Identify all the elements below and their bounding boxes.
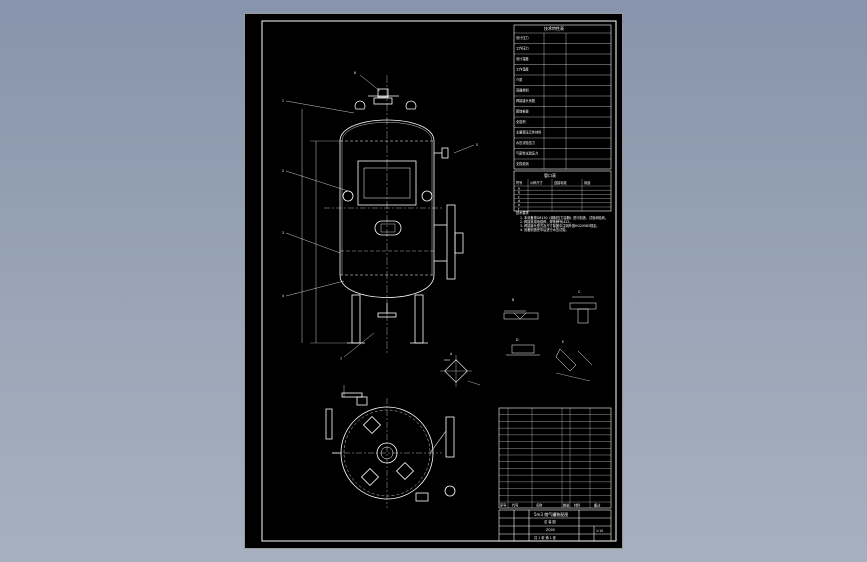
leader-label-5: 5 (476, 143, 478, 147)
nozzle-col-header: 符号 (516, 180, 522, 185)
detail-flange-cross (440, 355, 481, 387)
title-block-subtitle: 总 装 图 (544, 519, 556, 524)
detail-label-d: D (516, 338, 519, 342)
tech-row-label: 工作压力 (516, 46, 529, 51)
leader-label-2: 2 (282, 169, 284, 173)
leader-label-3: 3 (282, 231, 284, 235)
title-block-sheet: 共 1 张 第 1 张 (534, 535, 557, 540)
tech-row-label: 腐蚀裕量 (516, 109, 530, 114)
nozzle-col-header: 连接标准 (554, 180, 568, 185)
parts-col-header: 代号 (512, 503, 518, 508)
technical-characteristics-table: 技术特性表 设计压力工作压力设计温度工作温度介质容器类别焊接接头系数腐蚀裕量全容… (513, 24, 612, 170)
nozzle-row-symbol: e (518, 203, 520, 207)
tech-row-label: 设计温度 (516, 56, 530, 61)
parts-col-header: 数量 (563, 503, 570, 508)
parts-col-header: 备注 (594, 503, 601, 508)
title-block-drawing-title: 5m3 储气罐装配图 (534, 511, 568, 517)
tech-row-label: 设计压力 (516, 35, 529, 40)
tech-req-item-4: 4. 设备制造完毕后进行水压试验。 (520, 227, 569, 232)
tech-row-label: 主要受压元件材料 (516, 130, 542, 135)
tech-row-label: 无损检测 (516, 161, 529, 166)
parts-list-grid: 序号 代号 名称 数量材料 备注 (499, 408, 611, 508)
tech-table-rows: 设计压力工作压力设计温度工作温度介质容器类别焊接接头系数腐蚀裕量全容积主要受压元… (514, 32, 611, 169)
detail-label-e: E (562, 340, 564, 344)
tech-req-item-3: 3. 焊接接头型式及尺寸除图中注明外按HG20583规定。 (520, 223, 600, 228)
detail-label-c: C (578, 290, 581, 294)
tech-row-label: 水压试验压力 (516, 140, 535, 145)
tech-row-label: 全容积 (516, 119, 526, 124)
nozzle-col-header: 用途 (584, 180, 591, 185)
parts-list-table: 序号 代号 名称 数量材料 备注 (498, 407, 612, 509)
inner-border (261, 20, 617, 542)
title-block-drawing-no: ZQ00 (546, 528, 555, 532)
drawing-canvas: 1 2 3 4 5 6 7 (244, 13, 623, 549)
outer-frame (244, 13, 623, 549)
parts-col-header: 名称 (536, 503, 543, 508)
tech-row-label: 工作温度 (516, 67, 530, 72)
parts-col-header: 材料 (574, 503, 581, 508)
nozzle-row-symbol: f (518, 207, 520, 211)
drawing-sheet: 1 2 3 4 5 6 7 (244, 13, 623, 549)
nozzle-row-symbol: b (518, 191, 520, 195)
tech-row-label: 容器类别 (516, 88, 529, 93)
nozzle-table-heading: 管口表 (544, 172, 556, 178)
tech-table-heading: 技术特性表 (544, 25, 564, 31)
tech-req-item-1: 1. 本设备按GB150《钢制压力容器》进行制造、试验和验收。 (520, 215, 608, 220)
parts-col-header: 序号 (500, 503, 506, 508)
nozzle-row-symbol: d (518, 199, 520, 203)
weld-details (503, 296, 597, 382)
detail-label-a: A (450, 352, 453, 356)
leader-label-4: 4 (282, 294, 284, 298)
technical-requirements: 技术要求 1. 本设备按GB150《钢制压力容器》进行制造、试验和验收。 2. … (516, 210, 608, 232)
nozzle-row-symbol: a (518, 186, 520, 190)
tech-req-heading: 技术要求 (516, 210, 530, 215)
tech-req-item-2: 2. 焊接采用电弧焊，焊条牌号J422。 (520, 219, 573, 224)
vessel-plan-view (325, 385, 456, 508)
tech-row-label: 介质 (516, 77, 523, 82)
leader-label-1: 1 (282, 99, 284, 103)
leader-labels: 1 2 3 4 5 6 7 (282, 71, 478, 361)
leader-label-7: 7 (340, 357, 342, 361)
leader-label-6: 6 (354, 71, 356, 75)
detail-label-b: B (512, 298, 514, 302)
nozzle-col-header: 公称尺寸 (530, 180, 544, 185)
tech-row-label: 焊接接头系数 (516, 98, 536, 103)
title-block (498, 509, 612, 542)
nozzle-row-symbol: c (518, 195, 520, 199)
title-block-scale: 1:10 (596, 529, 603, 533)
vessel-elevation-view (285, 74, 475, 358)
tech-row-label: 气密性试验压力 (516, 151, 538, 156)
